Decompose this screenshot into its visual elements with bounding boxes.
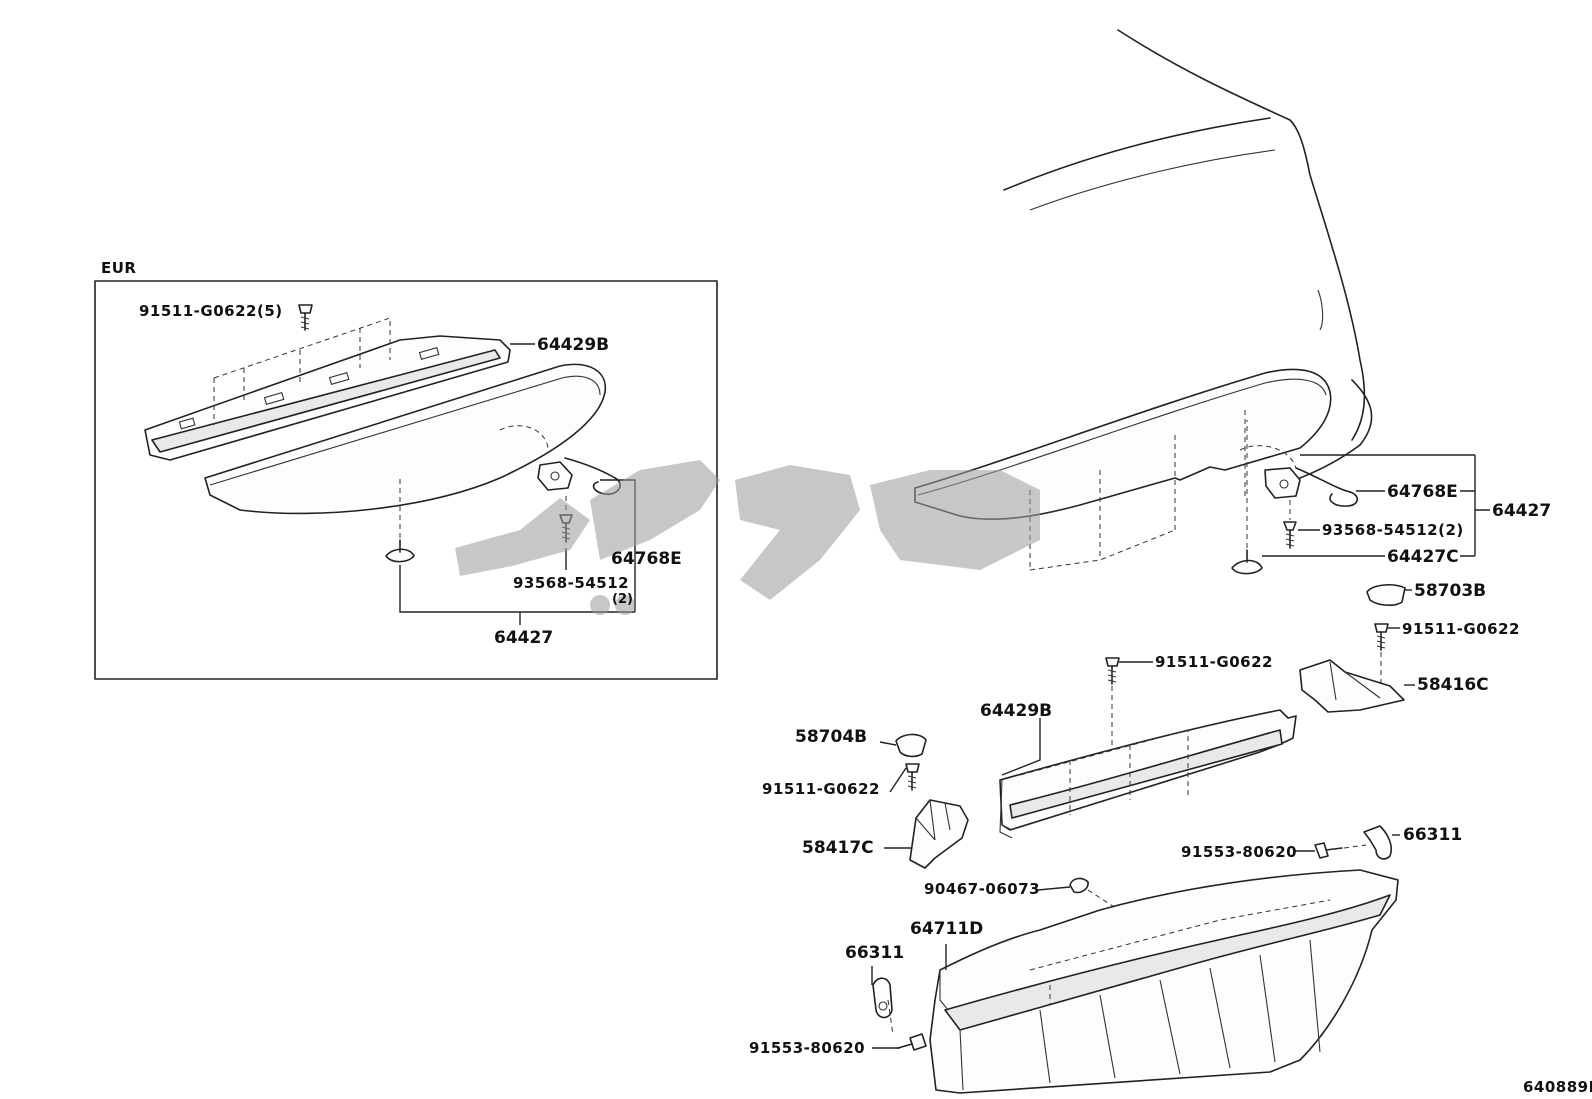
label-bolt-hook-left: 91553-80620 [749,1039,865,1057]
main-screw-93568 [1283,500,1297,549]
bracket-58417c [909,799,969,869]
inset-bolt-91511 [298,304,313,331]
cap-58704b [895,733,927,758]
bracket-58416c [1299,659,1405,713]
storage-box-64711d [929,869,1399,1094]
label-bracket: 64768E [1387,482,1458,502]
inset-leaders [399,343,636,625]
watermark-logo [455,460,1040,615]
label-box: 64711D [910,919,983,939]
cap-58703b [1366,583,1406,606]
bolt-hook-right-91553 [1314,842,1367,859]
bolt-right-91511 [1374,623,1389,690]
label-bolt-right: 91511-G0622 [1402,620,1520,638]
label-cap-left: 58704B [795,727,867,747]
main-bracket-64768e [1239,445,1359,507]
main-leaders [871,454,1490,1049]
label-inset-board: 64427 [494,628,553,648]
label-hook-right: 66311 [1403,825,1462,845]
bolt-middle-91511 [1105,657,1120,760]
inset-board-64427 [204,363,607,515]
label-inset-bolt: 91511-G0622(5) [139,302,283,320]
label-inset-bracket: 64768E [611,549,682,569]
label-inset-screw-qty: (2) [612,592,633,607]
label-inset-screw: 93568-54512 [513,574,629,592]
bolt-hook-left-91553 [897,1033,927,1051]
label-screw: 93568-54512(2) [1322,521,1464,539]
inset-cover-64429b [144,317,511,461]
main-clip-64427c [1231,420,1263,575]
label-cover: 64429B [980,701,1052,721]
inset-labels: EUR 91511-G0622(5) 64429B 64768E 93568-5… [101,259,682,648]
label-bracket-right: 58416C [1417,675,1489,695]
label-bracket-left: 58417C [802,838,874,858]
label-board-assy: 64427 [1492,501,1551,521]
label-inset-cover: 64429B [537,335,609,355]
label-bolt-hook-right: 91553-80620 [1181,843,1297,861]
cover-64429b [999,709,1297,839]
hook-right-66311 [1363,825,1393,860]
label-bolt-middle: 91511-G0622 [1155,653,1273,671]
inset-region-label: EUR [101,259,136,277]
label-cap-right: 58703B [1414,581,1486,601]
label-plug: 90467-06073 [924,880,1040,898]
vehicle-body-outline [1003,29,1373,479]
main-labels: 64768E 64427 93568-54512(2) 64427C 58703… [749,482,1592,1096]
bolt-left-91511 [905,763,920,791]
inset-clip [385,475,415,563]
label-hook-left: 66311 [845,943,904,963]
diagram-id: 640889F [1523,1078,1592,1096]
label-clip: 64427C [1387,547,1459,567]
label-bolt-left: 91511-G0622 [762,780,880,798]
inset-bracket-64768e [537,457,621,495]
hook-left-66311 [872,977,894,1036]
